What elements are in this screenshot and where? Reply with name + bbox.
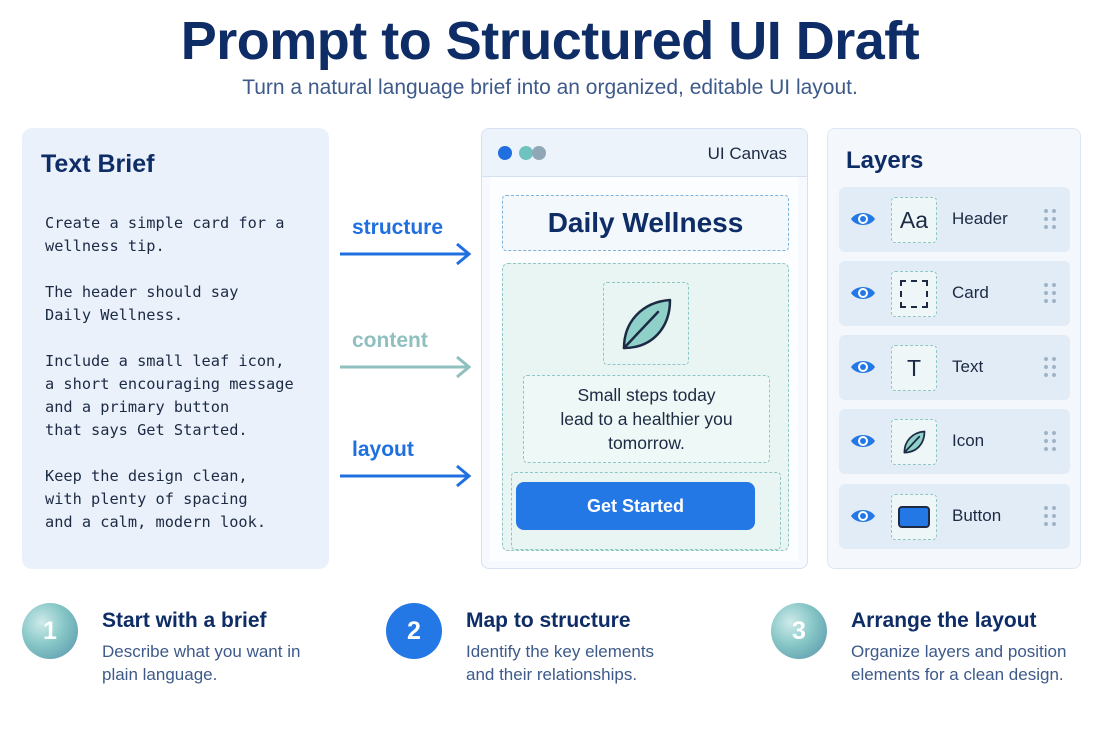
brief-paragraph: Create a simple card for a wellness tip. (45, 214, 285, 255)
layers-panel: Layers Aa Header Card (827, 128, 1081, 569)
eye-icon[interactable] (849, 355, 877, 379)
button-shape-icon (891, 494, 937, 540)
step-description: Organize layers and position elements fo… (851, 642, 1067, 684)
leaf-icon-frame[interactable] (603, 282, 689, 365)
step-number-badge: 3 (771, 603, 827, 659)
layer-item-card[interactable]: Card (839, 261, 1070, 326)
arrow-right-icon (340, 242, 472, 266)
step-number-badge: 1 (22, 603, 78, 659)
drag-handle-icon[interactable] (1043, 208, 1057, 230)
leaf-icon (891, 419, 937, 465)
layer-item-icon[interactable]: Icon (839, 409, 1070, 474)
drag-handle-icon[interactable] (1043, 430, 1057, 452)
layers-title: Layers (846, 147, 924, 174)
brief-paragraph: Include a small leaf icon, a short encou… (45, 352, 294, 439)
window-dot-icon[interactable] (519, 146, 533, 160)
arrow-label-layout: layout (352, 438, 414, 461)
frame-icon (891, 271, 937, 317)
layer-item-button[interactable]: Button (839, 484, 1070, 549)
button-frame: Get Started (511, 472, 781, 550)
drag-handle-icon[interactable] (1043, 282, 1057, 304)
layer-label: Header (952, 209, 1008, 228)
step-description: Describe what you want in plain language… (102, 642, 301, 684)
step-title: Map to structure (466, 609, 631, 632)
brief-text[interactable]: Create a simple card for a wellness tip.… (45, 212, 325, 557)
eye-icon[interactable] (849, 504, 877, 528)
layout-arrow: layout (340, 438, 475, 488)
layer-label: Card (952, 283, 989, 302)
brief-paragraph: Keep the design clean, with plenty of sp… (45, 467, 267, 531)
drag-handle-icon[interactable] (1043, 505, 1057, 527)
canvas-title: UI Canvas (707, 144, 787, 163)
card-message[interactable]: Small steps today lead to a healthier yo… (523, 375, 770, 463)
drag-handle-icon[interactable] (1043, 356, 1057, 378)
arrow-right-icon (340, 464, 472, 488)
eye-icon[interactable] (849, 207, 877, 231)
brief-paragraph: The header should say Daily Wellness. (45, 283, 239, 324)
ui-canvas-window: UI Canvas Daily Wellness Small steps tod… (481, 128, 808, 569)
leaf-icon (622, 298, 672, 349)
step-title: Arrange the layout (851, 609, 1037, 632)
layer-label: Icon (952, 431, 985, 450)
layer-label: Text (952, 357, 984, 376)
eye-icon[interactable] (849, 429, 877, 453)
arrow-label-content: content (352, 329, 428, 352)
window-dot-icon[interactable] (532, 146, 546, 160)
text-brief-panel: Text Brief Create a simple card for a we… (22, 128, 329, 569)
structure-arrow: structure (340, 216, 475, 266)
layer-item-text[interactable]: T Text (839, 335, 1070, 400)
wellness-card[interactable]: Small steps today lead to a healthier yo… (502, 263, 789, 551)
window-dot-icon[interactable] (498, 146, 512, 160)
content-arrow: content (340, 329, 475, 379)
page-title: Prompt to Structured UI Draft (180, 11, 920, 71)
step-description: Identify the key elements and their rela… (466, 642, 655, 684)
canvas-toolbar: UI Canvas (482, 129, 807, 177)
card-header[interactable]: Daily Wellness (502, 195, 789, 251)
eye-icon[interactable] (849, 281, 877, 305)
step-number-badge: 2 (386, 603, 442, 659)
arrow-right-icon (340, 355, 472, 379)
layer-item-header[interactable]: Aa Header (839, 187, 1070, 252)
text-icon: T (891, 345, 937, 391)
layer-label: Button (952, 506, 1002, 525)
canvas-artboard: Daily Wellness Small steps today lead to… (490, 177, 798, 561)
step-title: Start with a brief (102, 609, 267, 632)
get-started-button[interactable]: Get Started (516, 482, 755, 530)
text-style-icon: Aa (891, 197, 937, 243)
card-message-text: Small steps today lead to a healthier yo… (560, 385, 733, 453)
brief-title: Text Brief (41, 150, 155, 178)
arrow-label-structure: structure (352, 216, 444, 239)
page-subtitle: Turn a natural language brief into an or… (242, 76, 858, 99)
